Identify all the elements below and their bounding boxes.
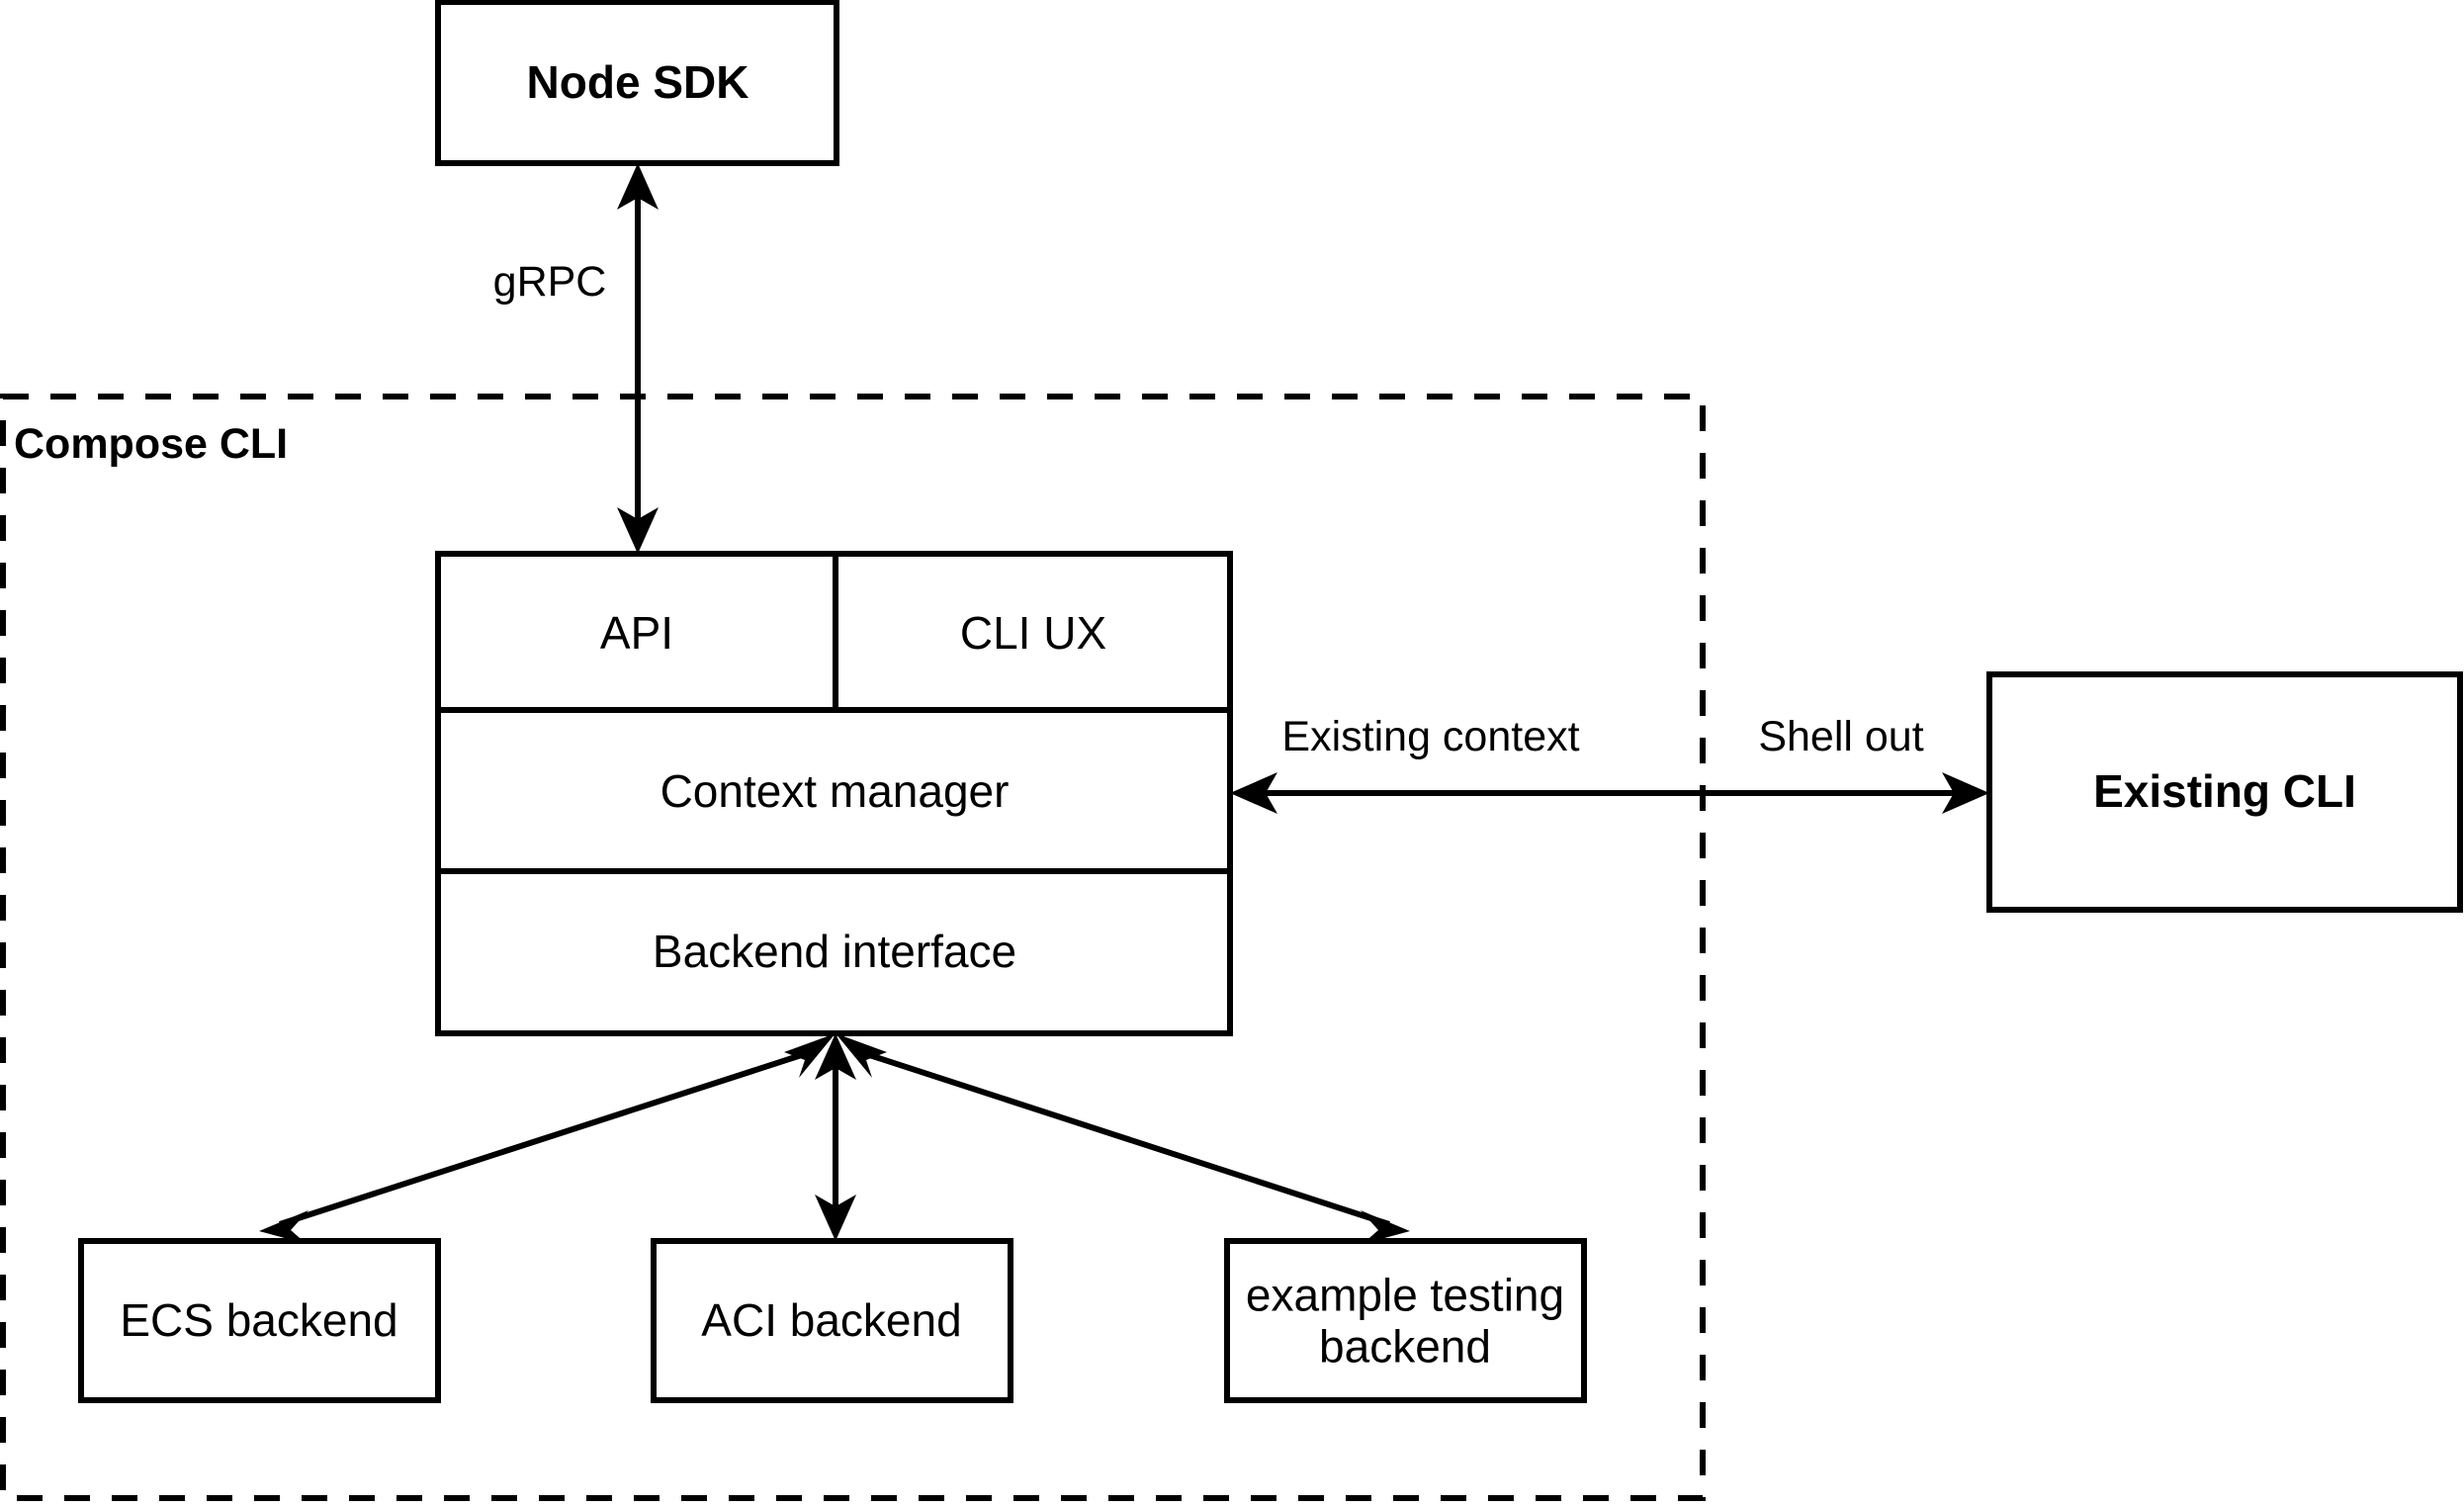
edge-shell-out-label: Shell out [1758,712,1924,760]
ecs-backend-box[interactable] [78,1238,441,1403]
group-compose-cli-label: Compose CLI [14,420,289,468]
group-compose-cli-border [0,394,1706,1501]
edge-aci-arrowhead-down [815,1195,856,1241]
edge-grpc-label: gRPC [492,257,607,306]
edge-ecs-arrowhead-up [784,1033,836,1078]
ecs-backend-label: ECS backend [120,1294,398,1347]
existing-cli-label: Existing CLI [2093,765,2356,818]
example-testing-backend-label-line1: example testing [1245,1269,1565,1321]
node-sdk-label: Node SDK [526,56,749,109]
edge-example-arrowhead-down [1361,1210,1410,1244]
edge-backend-ecs-line [279,1047,818,1227]
edge-existing-context-arrowhead [1230,772,1277,814]
cli-ux-label: CLI UX [959,607,1107,660]
existing-cli-box[interactable] [1986,671,2463,913]
edge-shell-out-arrowhead [1942,772,1989,814]
aci-backend-box[interactable] [651,1238,1013,1403]
edge-grpc-arrowhead-up [617,163,659,210]
example-testing-backend-label: example testing backend [1237,1270,1573,1372]
edge-backend-example-line [853,1047,1390,1227]
example-testing-backend-box[interactable] [1224,1238,1587,1403]
api-label: API [599,607,674,660]
node-sdk-box[interactable] [435,0,839,166]
edge-ecs-arrowhead-down [259,1210,308,1244]
edge-existing-context-label: Existing context [1281,712,1580,760]
backend-interface-label: Backend interface [652,926,1017,978]
context-manager-label: Context manager [660,765,1010,818]
example-testing-backend-label-line2: backend [1319,1320,1491,1372]
aci-backend-label: ACI backend [701,1294,962,1347]
edge-example-arrowhead-up [836,1033,887,1078]
edge-aci-arrowhead-up [815,1033,856,1080]
edge-grpc-arrowhead-down [617,507,659,554]
